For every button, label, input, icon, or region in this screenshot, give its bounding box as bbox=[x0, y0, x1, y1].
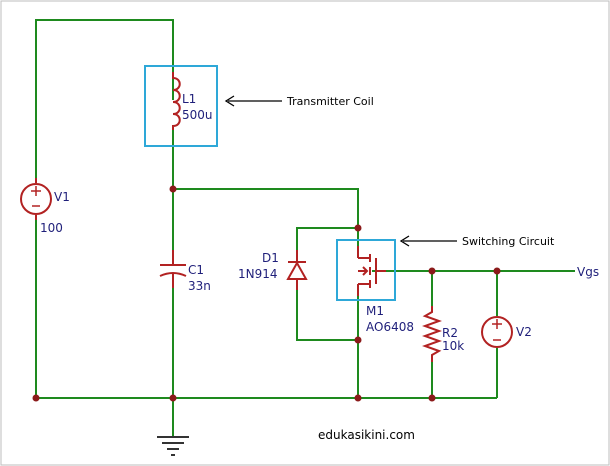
wire-top bbox=[35, 19, 174, 183]
transmitter-coil-label: Transmitter Coil bbox=[286, 95, 374, 108]
inductor-coil bbox=[172, 72, 181, 130]
wires bbox=[35, 19, 575, 436]
resistor-r2 bbox=[422, 306, 442, 362]
vgs-net-label: Vgs bbox=[577, 265, 599, 279]
junction-dot bbox=[493, 267, 501, 275]
v2-source bbox=[481, 316, 513, 348]
watermark-text: edukasikini.com bbox=[318, 428, 415, 442]
mosfet-m1 bbox=[357, 246, 386, 296]
v1-value: 100 bbox=[40, 221, 63, 235]
junction-dot bbox=[428, 394, 436, 402]
diode-d1 bbox=[286, 250, 308, 290]
r2-value: 10k bbox=[442, 339, 464, 353]
m1-ref: M1 bbox=[366, 304, 384, 318]
v1-source bbox=[20, 178, 52, 220]
junction-dot bbox=[354, 394, 362, 402]
l1-ref: L1 bbox=[182, 92, 196, 106]
c1-value: 33n bbox=[188, 279, 211, 293]
junction-dot bbox=[428, 267, 436, 275]
r2-ref: R2 bbox=[442, 326, 458, 340]
d1-ref: D1 bbox=[262, 251, 279, 265]
ground-icon bbox=[157, 436, 189, 456]
junction-dot bbox=[32, 394, 40, 402]
junctions bbox=[32, 185, 501, 402]
switching-arrowhead bbox=[399, 235, 410, 247]
junction-dot bbox=[354, 336, 362, 344]
capacitor-c1 bbox=[159, 250, 187, 288]
v1-ref: V1 bbox=[54, 190, 70, 204]
d1-value: 1N914 bbox=[238, 267, 278, 281]
junction-dot bbox=[169, 394, 177, 402]
junction-dot bbox=[169, 185, 177, 193]
wire-drain-feed bbox=[173, 188, 359, 250]
v2-ref: V2 bbox=[516, 325, 532, 339]
l1-value: 500u bbox=[182, 108, 213, 122]
m1-value: AO6408 bbox=[366, 320, 414, 334]
wire-diode-bottom bbox=[296, 282, 358, 341]
junction-dot bbox=[354, 224, 362, 232]
c1-ref: C1 bbox=[188, 263, 204, 277]
transmitter-coil-box bbox=[144, 65, 218, 147]
wire-diode-top bbox=[296, 227, 358, 258]
switching-circuit-label: Switching Circuit bbox=[462, 235, 555, 248]
transmitter-arrowhead bbox=[224, 95, 235, 107]
switching-circuit-box bbox=[336, 239, 396, 301]
